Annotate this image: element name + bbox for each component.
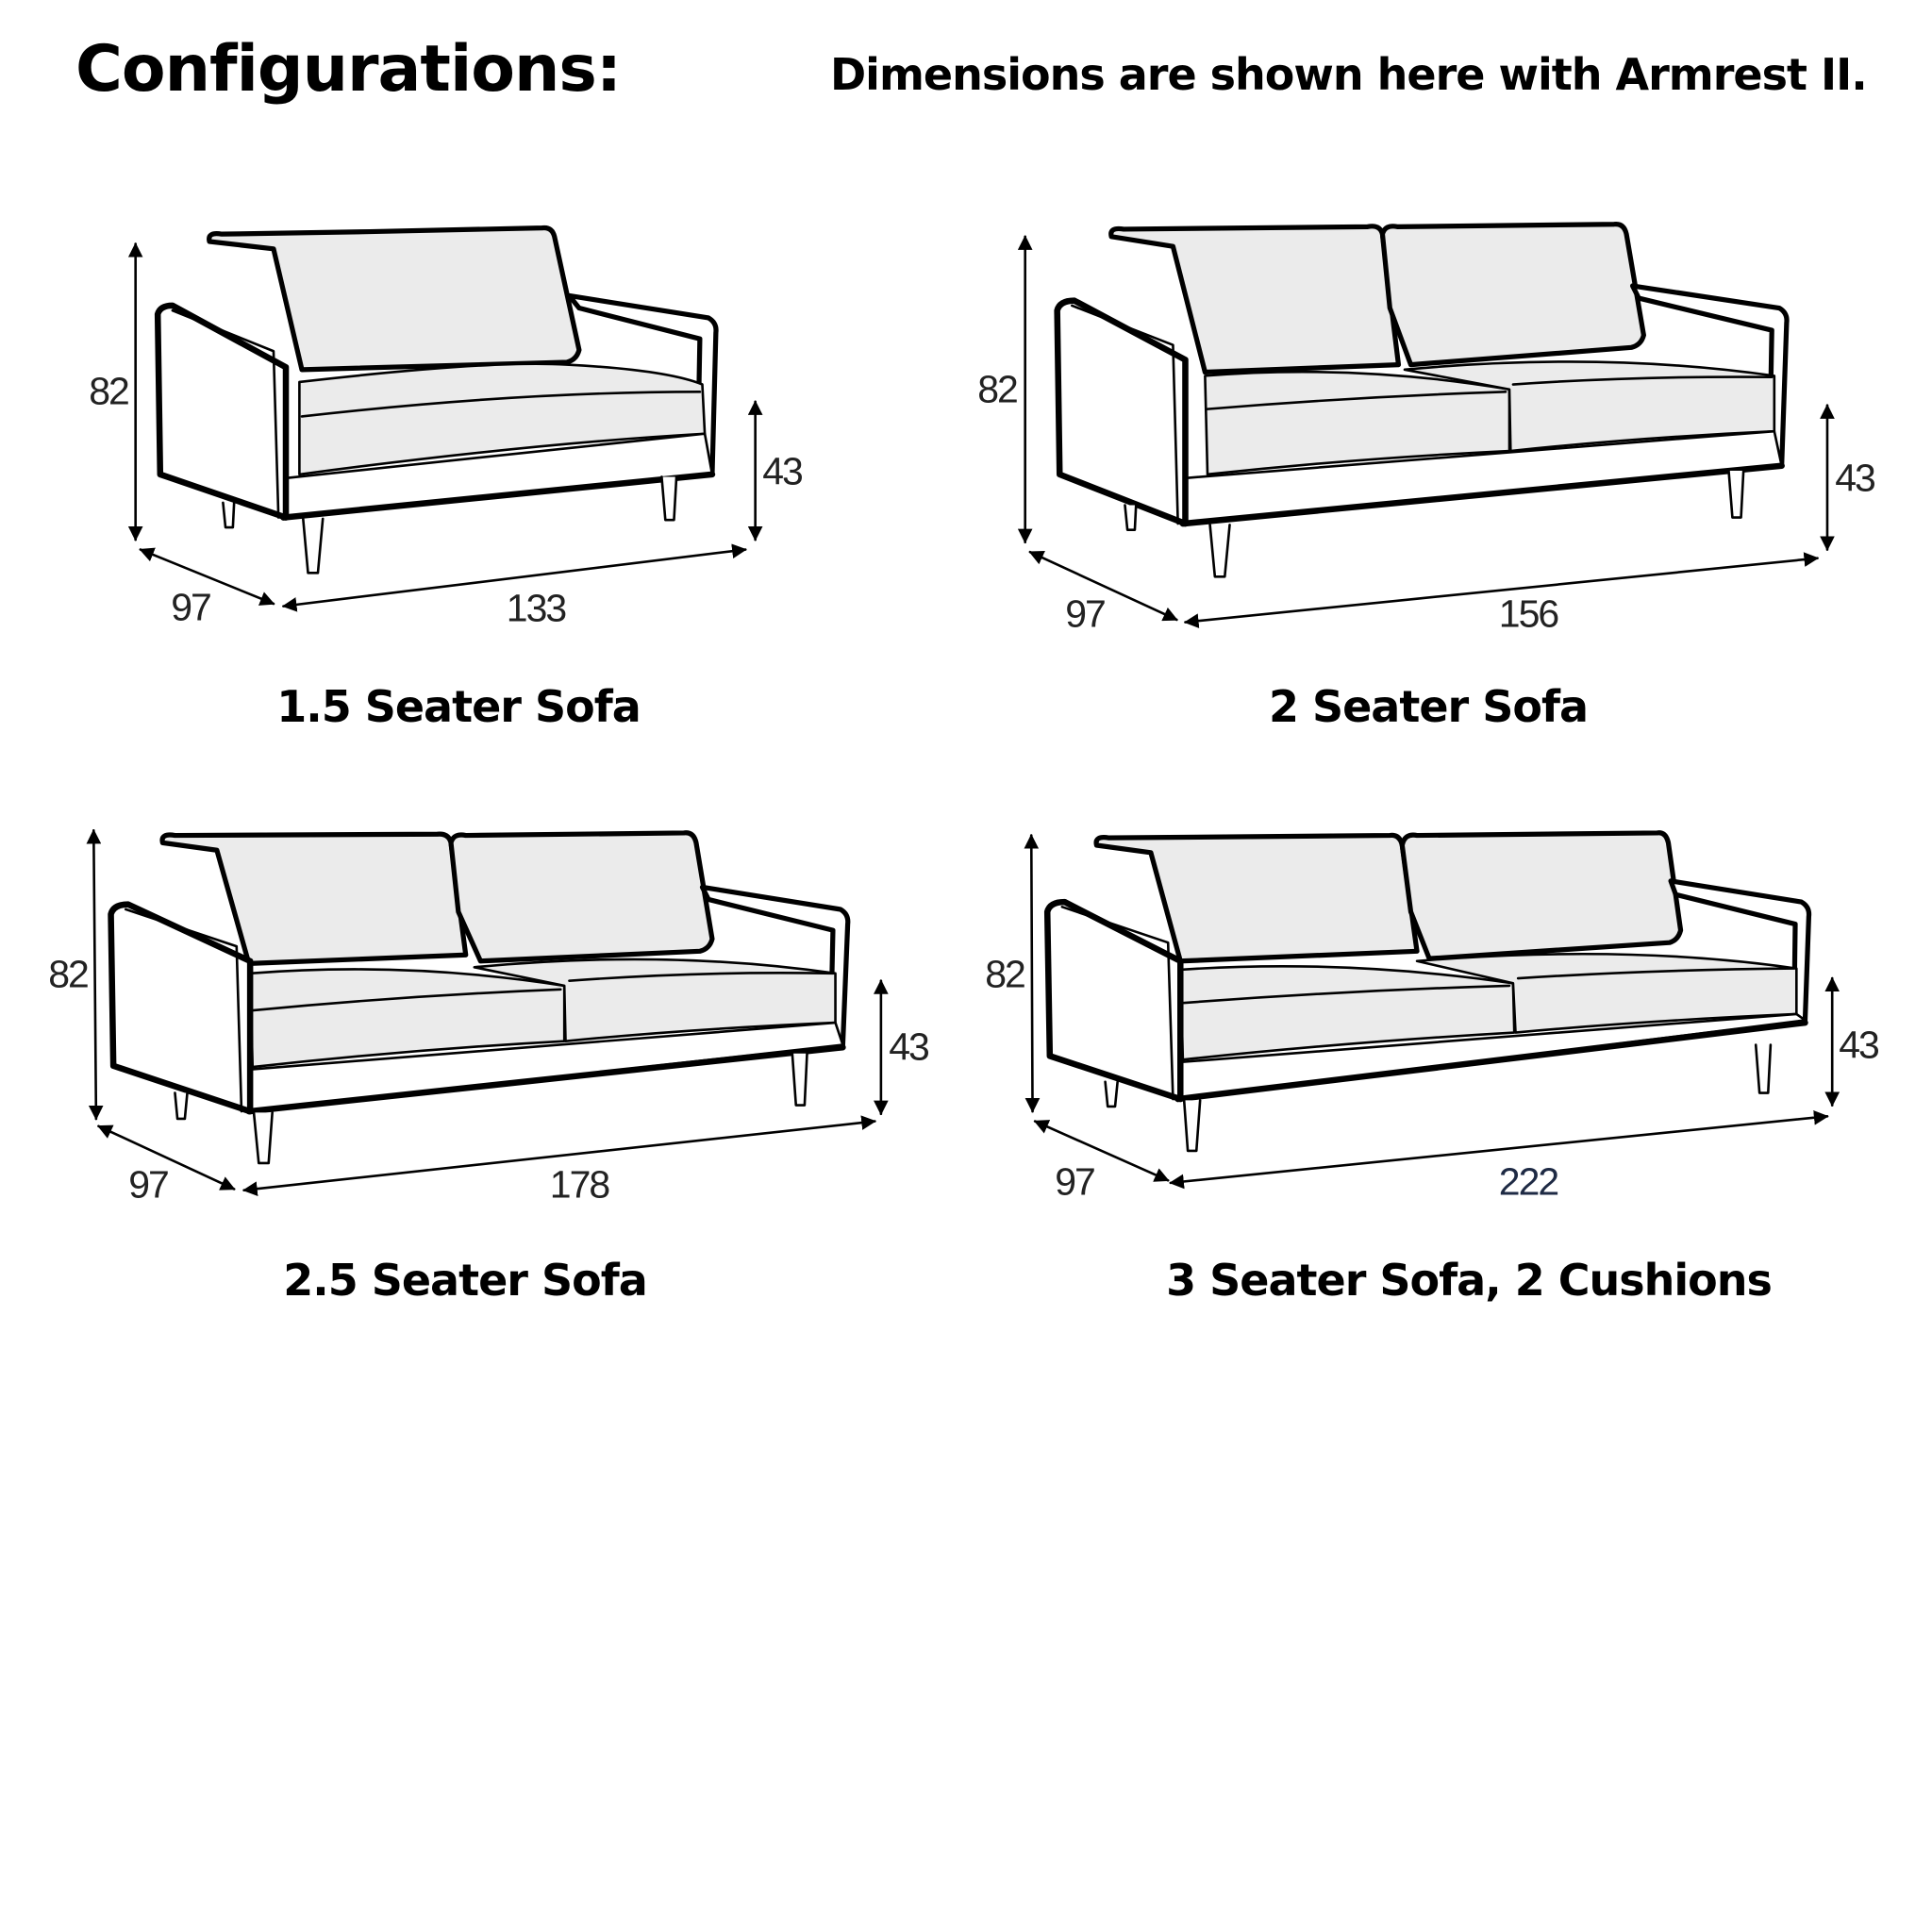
sofa-drawing-2-5-seater <box>86 828 889 1196</box>
height-arrow <box>1024 833 1041 1113</box>
left-armrest <box>1054 297 1189 527</box>
width-label: 133 <box>506 586 567 630</box>
seat-height-label: 43 <box>1839 1023 1880 1067</box>
back-cushion <box>1379 221 1646 368</box>
width-label: 156 <box>1498 591 1559 636</box>
height-label: 82 <box>985 952 1026 996</box>
width-arrow <box>1169 1109 1829 1190</box>
seat-cushion <box>298 362 707 476</box>
left-armrest <box>154 302 290 521</box>
height-arrow <box>86 828 104 1121</box>
depth-label: 97 <box>1055 1159 1096 1204</box>
sofa-leg <box>302 517 325 575</box>
sofa-leg <box>252 1111 274 1165</box>
caption-2-5-seater: 2.5 Seater Sofa <box>283 1255 648 1306</box>
depth-arrow <box>139 547 275 606</box>
sofa-drawing-1-5-seater <box>127 225 763 612</box>
height-label: 82 <box>977 367 1019 411</box>
width-label: 222 <box>1498 1159 1559 1204</box>
height-label: 82 <box>48 952 90 996</box>
width-arrow <box>242 1115 876 1196</box>
page-title: Configurations: <box>75 32 622 107</box>
depth-label: 97 <box>128 1162 170 1207</box>
sofa-leg <box>660 475 678 522</box>
armrest-note: Dimensions are shown here with Armrest I… <box>830 49 1868 100</box>
sofa-leg <box>1124 504 1138 531</box>
width-arrow <box>281 543 747 612</box>
width-arrow <box>1183 552 1820 628</box>
left-armrest <box>108 901 254 1115</box>
left-armrest <box>1043 898 1184 1103</box>
seat-cushion <box>1403 360 1776 453</box>
back-cushion <box>1399 830 1684 961</box>
depth-arrow <box>1028 550 1178 622</box>
sofa-leg <box>1208 524 1231 578</box>
sofa-drawing-3-seater <box>1024 830 1840 1190</box>
sofa-leg <box>1182 1099 1202 1153</box>
seat-height-label: 43 <box>889 1024 930 1069</box>
depth-arrow <box>1033 1120 1170 1182</box>
sofa-leg <box>1727 469 1745 519</box>
sofa-drawing-2-seater <box>1017 221 1835 628</box>
depth-label: 97 <box>1065 591 1107 636</box>
seat-cushion <box>1415 952 1798 1034</box>
sofa-leg <box>222 501 236 529</box>
caption-3-seater-2-cushions: 3 Seater Sofa, 2 Cushions <box>1166 1255 1773 1306</box>
seat-height-label: 43 <box>762 449 804 493</box>
sofa-leg <box>174 1091 189 1121</box>
width-label: 178 <box>549 1162 610 1207</box>
back-cushion <box>207 225 582 373</box>
back-cushion <box>448 830 715 964</box>
seat-height-label: 43 <box>1835 456 1876 500</box>
height-label: 82 <box>89 369 130 413</box>
depth-label: 97 <box>171 585 212 629</box>
caption-1-5-seater: 1.5 Seater Sofa <box>276 681 641 732</box>
sofa-leg <box>791 1052 808 1107</box>
sofa-leg <box>1754 1043 1773 1094</box>
sofa-leg <box>1104 1080 1119 1108</box>
depth-arrow <box>97 1124 236 1191</box>
seat-cushion <box>473 958 837 1042</box>
caption-2-seater: 2 Seater Sofa <box>1268 681 1589 732</box>
